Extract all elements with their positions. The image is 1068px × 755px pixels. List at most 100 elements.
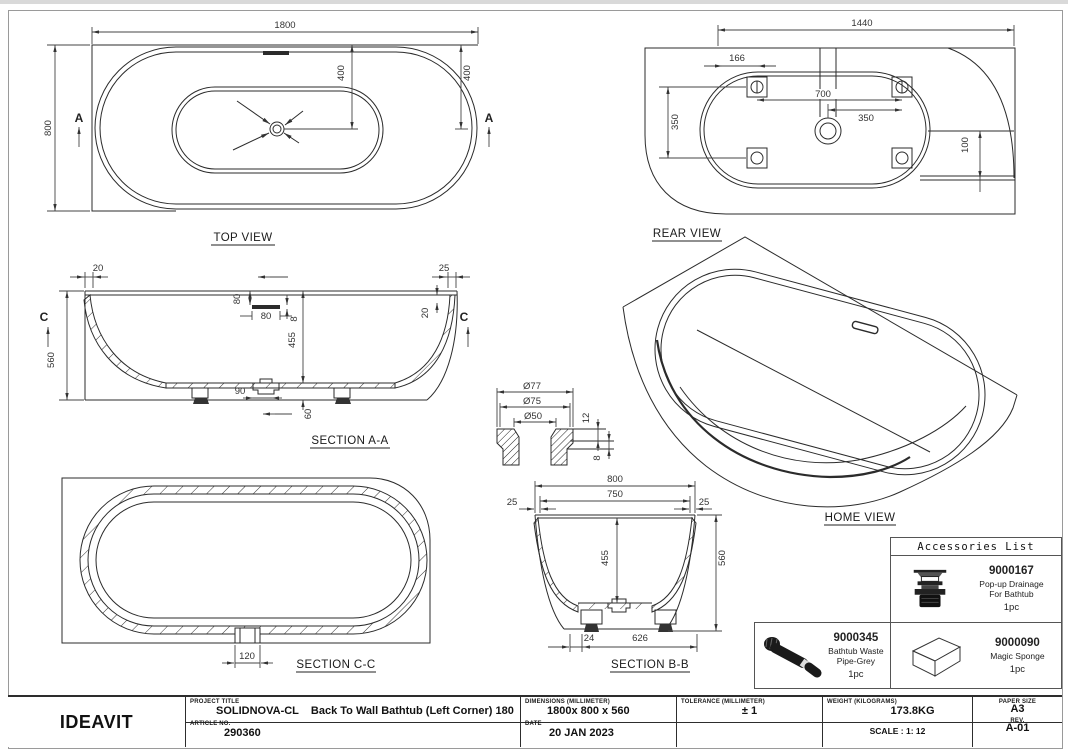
accessory-desc-line1: Pop-up Drainage xyxy=(979,579,1044,589)
dim-rear-drain-offset: 350 xyxy=(858,113,874,124)
accessories-header-label: Accessories List xyxy=(917,540,1035,553)
section-cc: 120 SECTION C-C xyxy=(61,477,431,673)
section-marker-c-right: C xyxy=(460,310,469,324)
dim-detail-d77: Ø77 xyxy=(523,381,541,392)
dim-top-width: 800 xyxy=(43,120,54,136)
drain-detail: Ø77 Ø75 Ø50 12 8 xyxy=(496,381,614,466)
paper-rev-cell: PAPER SIZE A3 REV. A-01 xyxy=(972,697,1062,747)
rear-view-title: REAR VIEW xyxy=(653,228,721,240)
rear-drain xyxy=(814,117,842,145)
dim-detail-d50: Ø50 xyxy=(524,411,542,422)
article-no: 290360 xyxy=(224,727,261,739)
dim-bb-rim-right: 25 xyxy=(699,497,710,508)
dim-rear-feet-vert: 350 xyxy=(670,114,681,130)
home-view: HOME VIEW xyxy=(622,236,1018,526)
accessory-qty: 1pc xyxy=(848,668,864,680)
rear-view-dimensions xyxy=(659,25,1015,192)
section-marker-c-left: C xyxy=(40,310,49,324)
dim-aa-overflow-width: 80 xyxy=(261,311,272,322)
section-bb-dimensions xyxy=(519,481,722,652)
dim-bb-width: 800 xyxy=(607,474,623,485)
dim-detail-d75: Ø75 xyxy=(523,396,541,407)
dim-aa-overflow-drop: 80 xyxy=(232,294,243,305)
waste-pipe-icon xyxy=(764,636,822,677)
rev-value: A-01 xyxy=(1005,722,1030,734)
tolerance-value: ± 1 xyxy=(741,705,758,717)
top-view: 1800 800 400 400 A A TOP VIEW xyxy=(43,20,494,246)
dim-rear-overflow: 166 xyxy=(729,53,745,64)
dim-bb-base-width: 626 xyxy=(632,633,648,644)
section-aa-dimensions xyxy=(46,272,470,416)
section-aa-feet xyxy=(191,387,351,404)
article-label: ARTICLE NO. xyxy=(190,721,231,727)
accessory-item-drainage: 9000167 Pop-up Drainage For Bathtub 1pc xyxy=(890,555,1062,623)
dim-aa-rim-left: 20 xyxy=(93,263,104,274)
dim-aa-overflow-height: 8 xyxy=(289,316,300,321)
mounting-feet xyxy=(746,76,913,169)
project-title-cell: PROJECT TITLE SOLIDNOVA-CL Back To Wall … xyxy=(185,697,520,747)
accessory-code: 9000090 xyxy=(995,636,1040,649)
section-cc-title: SECTION C-C xyxy=(296,659,375,671)
project-title-label: PROJECT TITLE xyxy=(190,699,240,705)
project-model: SOLIDNOVA-CL xyxy=(216,705,299,717)
accessories-list: Accessories List 9000167 Pop-up Drainage… xyxy=(754,537,1062,689)
top-strip xyxy=(0,0,1068,4)
home-view-overflow xyxy=(851,320,879,335)
section-aa-title: SECTION A-A xyxy=(311,435,388,447)
dim-rear-base: 100 xyxy=(960,137,971,153)
dim-bb-rim-left: 25 xyxy=(507,497,518,508)
dim-cc-pocket: 120 xyxy=(239,651,255,662)
accessory-code: 9000345 xyxy=(833,631,879,644)
dim-bb-inner-width: 750 xyxy=(607,489,623,500)
paper-size-label: PAPER SIZE xyxy=(998,699,1037,705)
magic-sponge-icon xyxy=(912,636,962,677)
dim-top-drain1: 400 xyxy=(336,65,347,81)
top-view-title: TOP VIEW xyxy=(213,232,272,244)
tolerance-cell: TOLERANCE (MILLIMETER) ± 1 xyxy=(676,697,822,747)
dim-bb-depth: 455 xyxy=(600,550,611,566)
dim-rear-length: 1440 xyxy=(851,18,872,29)
accessory-desc-line2: Pipe-Grey xyxy=(836,655,876,666)
dim-bb-height: 560 xyxy=(717,550,728,566)
section-cc-dimensions xyxy=(222,645,273,668)
project-name: Back To Wall Bathtub (Left Corner) 180 xyxy=(310,705,514,717)
weight-value: 173.8KG xyxy=(890,705,935,717)
dim-detail-h12: 12 xyxy=(581,413,592,424)
dim-top-length: 1800 xyxy=(274,20,295,31)
dimensions-cell: DIMENSIONS (MILLIMETER) 1800x 800 x 560 … xyxy=(520,697,676,747)
accessory-qty: 1pc xyxy=(1009,663,1026,675)
popup-drain-icon xyxy=(914,569,947,608)
brand-logo: IDEAVIT xyxy=(59,711,134,732)
overflow-slot xyxy=(263,51,289,55)
home-view-title: HOME VIEW xyxy=(825,512,896,524)
dim-aa-drain: 90 xyxy=(235,386,246,397)
dim-aa-depth: 455 xyxy=(287,332,298,348)
date-label: DATE xyxy=(525,721,542,727)
dim-rear-feet-span: 700 xyxy=(815,89,831,100)
dimensions-value: 1800x 800 x 560 xyxy=(547,705,630,717)
tolerance-label: TOLERANCE (MILLIMETER) xyxy=(681,699,765,705)
rev-label: REV. xyxy=(1010,718,1025,724)
dim-aa-rim-edge: 20 xyxy=(420,308,431,319)
dim-aa-base: 60 xyxy=(303,409,314,420)
section-aa-drain xyxy=(252,378,280,395)
drain-detail-dimensions xyxy=(496,388,611,459)
section-aa: 20 25 80 80 8 455 560 20 90 60 C C SECTI… xyxy=(40,263,470,449)
accessory-item-sponge: 9000090 Magic Sponge 1pc xyxy=(890,622,1062,689)
accessory-item-waste-pipe: 9000345 Bathtub Waste Pipe-Grey 1pc xyxy=(754,622,891,689)
title-block-row-divider xyxy=(185,722,1062,723)
overflow-slot-section xyxy=(252,305,280,309)
rear-view: 1440 166 700 350 350 100 REAR VIEW xyxy=(644,18,1016,242)
page-border xyxy=(8,10,1063,749)
section-cc-pocket xyxy=(228,625,267,644)
dim-bb-foot-offset: 24 xyxy=(584,633,595,644)
dim-aa-height: 560 xyxy=(46,352,57,368)
accessory-qty: 1pc xyxy=(1003,602,1020,613)
accessory-desc-line1: Bathtub Waste xyxy=(828,645,884,656)
section-bb-feet xyxy=(580,609,677,632)
paper-size-value: A3 xyxy=(1010,703,1025,715)
dimensions-label: DIMENSIONS (MILLIMETER) xyxy=(525,699,610,705)
section-marker-a-right: A xyxy=(485,111,494,125)
